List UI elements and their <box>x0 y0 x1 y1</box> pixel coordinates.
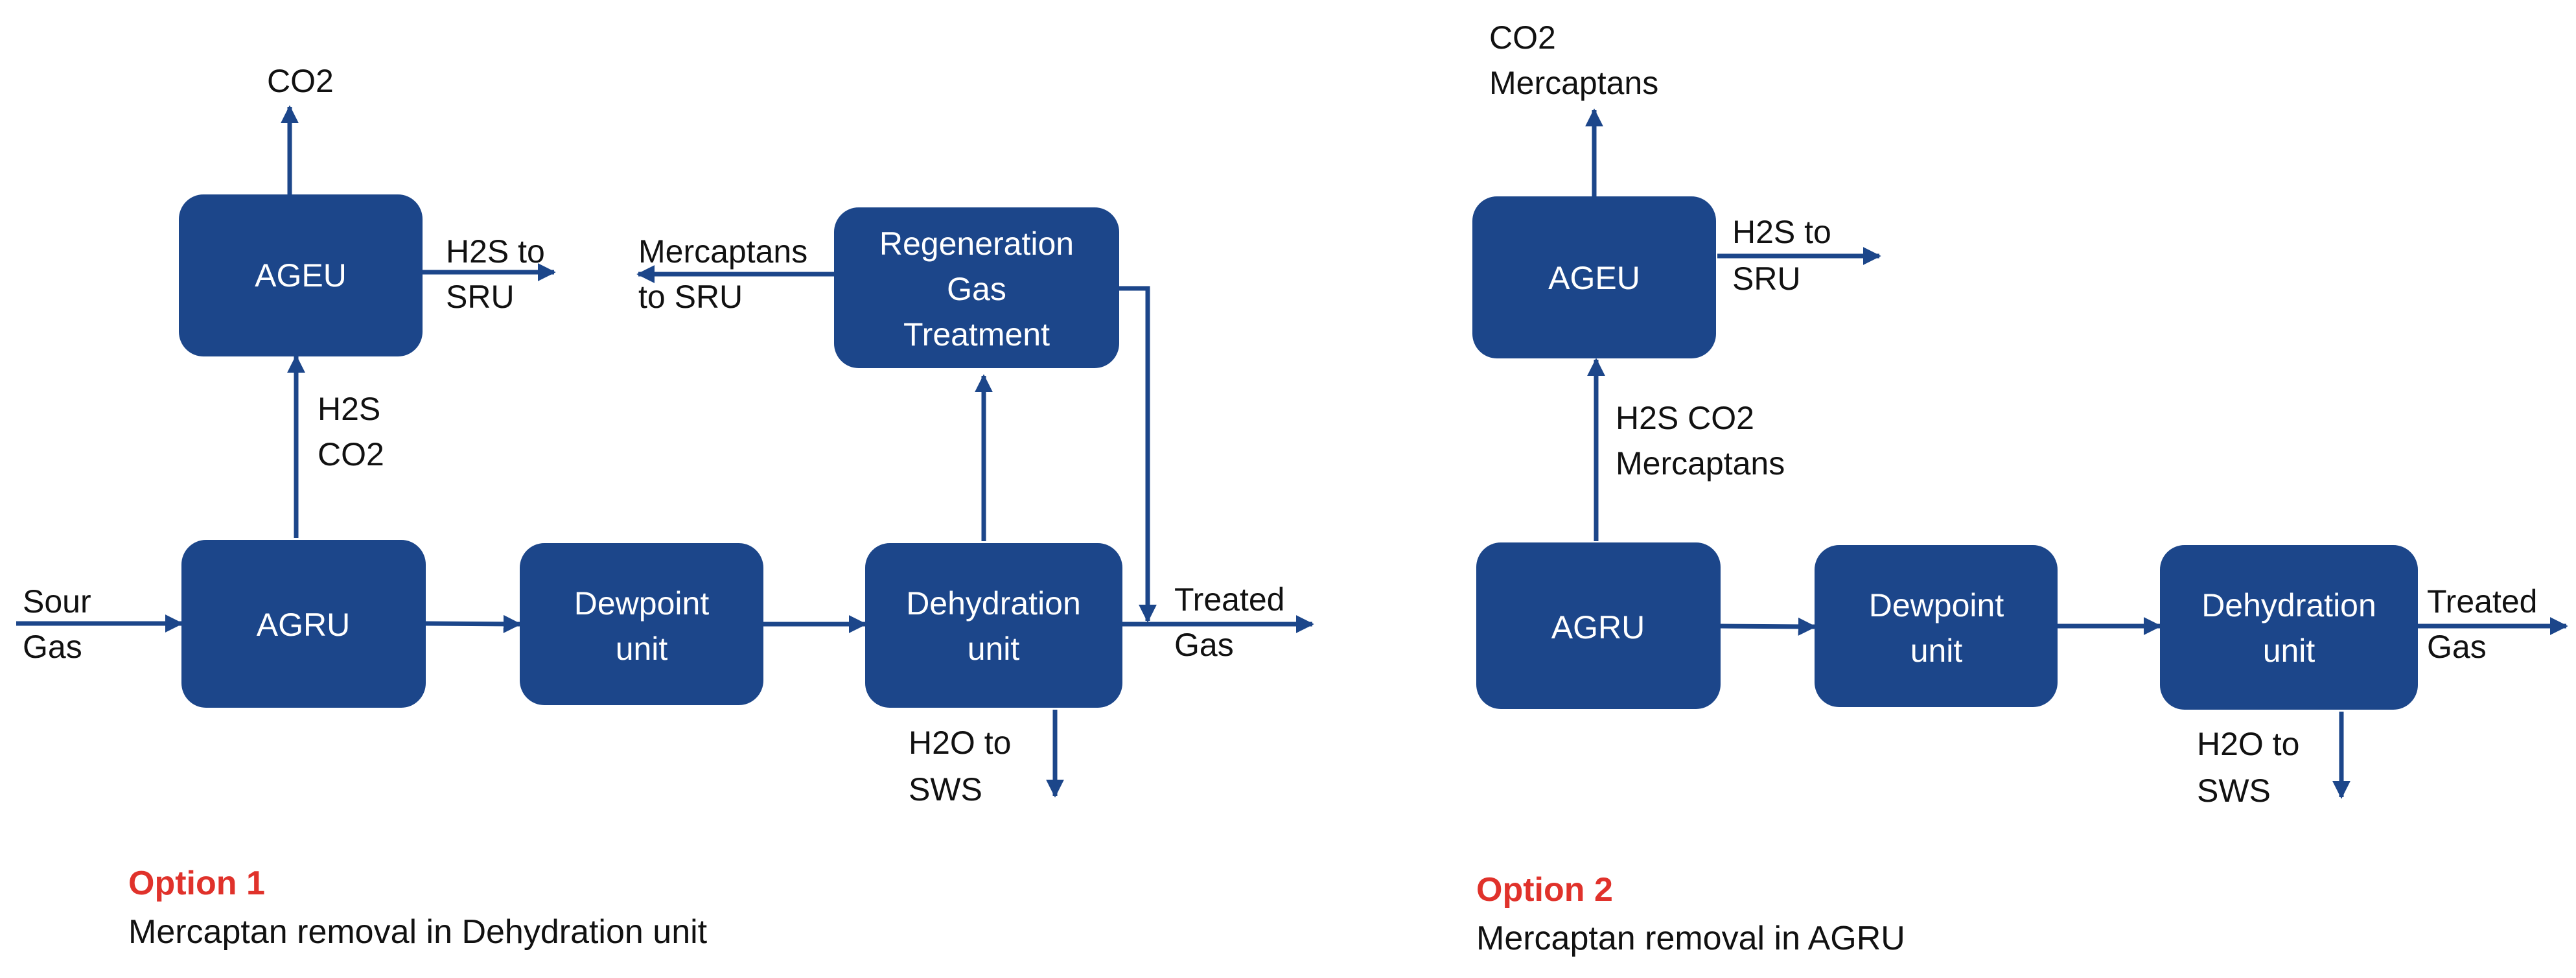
regen-label-line1: Regeneration <box>879 226 1074 262</box>
h2s-sru2-label-line1: H2S to <box>1732 214 1831 250</box>
mercaptans-sru-label-line1: Mercaptans <box>638 233 807 270</box>
option1-diagram: AGEU AGRU Dewpoint unit Dehydration unit… <box>16 63 1314 951</box>
co2-top-label: CO2 <box>267 63 334 99</box>
treated-gas2-label-line1: Treated <box>2427 583 2537 620</box>
flow-agru-to-dewpoint <box>425 614 522 633</box>
sour-gas-label-line2: Gas <box>23 629 82 665</box>
dehydration-label-line1: Dehydration <box>906 585 1081 622</box>
dehydration-label-line2: unit <box>968 631 1020 667</box>
h2s-sru-label-line2: SRU <box>446 279 515 315</box>
agru2-ageu2-stream-line2: Mercaptans <box>1616 445 1785 482</box>
mercaptans-sru-label-line2: to SRU <box>638 279 743 315</box>
regen-label-line2: Gas <box>947 271 1006 307</box>
water-sws2-label-line1: H2O to <box>2197 726 2299 762</box>
option2-subtitle: Mercaptan removal in AGRU <box>1476 920 1905 957</box>
option1-subtitle: Mercaptan removal in Dehydration unit <box>128 913 708 951</box>
top-stream-label-line2: Mercaptans <box>1489 65 1658 101</box>
h2s-sru-label-line1: H2S to <box>446 233 545 270</box>
agru-ageu-stream-line1: H2S <box>318 391 380 427</box>
dehydration2-label-line2: unit <box>2263 633 2315 669</box>
top-stream-label-line1: CO2 <box>1489 19 1556 56</box>
ageu-unit: AGEU <box>179 194 423 356</box>
agru-label: AGRU <box>257 607 350 643</box>
h2s-sru2-label-line2: SRU <box>1732 261 1801 297</box>
option2-diagram: AGEU AGRU Dewpoint unit Dehydration unit… <box>1472 19 2568 957</box>
dewpoint-unit: Dewpoint unit <box>520 543 763 705</box>
dewpoint-label-line1: Dewpoint <box>574 585 710 622</box>
dewpoint2-unit: Dewpoint unit <box>1815 545 2058 707</box>
flow-agru2-to-dewpoint2 <box>1720 617 1816 636</box>
option1-flows <box>16 105 1314 798</box>
agru2-unit: AGRU <box>1476 542 1721 709</box>
dewpoint2-label-line2: unit <box>1910 633 1963 669</box>
dewpoint-label-line2: unit <box>616 631 668 667</box>
dehydration2-label-line1: Dehydration <box>2201 587 2376 623</box>
agru-ageu-stream-line2: CO2 <box>318 436 384 472</box>
dehydration2-unit: Dehydration unit <box>2160 545 2418 710</box>
option1-title: Option 1 <box>128 865 265 902</box>
agru2-ageu2-stream-line1: H2S CO2 <box>1616 400 1754 436</box>
water-sws-label-line2: SWS <box>909 771 982 808</box>
regen-gas-treatment-unit: Regeneration Gas Treatment <box>834 207 1119 368</box>
water-sws-label-line1: H2O to <box>909 725 1011 761</box>
water-sws2-label-line2: SWS <box>2197 773 2271 809</box>
sour-gas-label-line1: Sour <box>23 583 91 620</box>
dehydration-unit: Dehydration unit <box>865 543 1122 708</box>
agru2-label: AGRU <box>1551 609 1645 646</box>
option2-flows <box>1585 108 2568 799</box>
agru-unit: AGRU <box>181 540 426 708</box>
regen-label-line3: Treatment <box>903 316 1050 353</box>
dewpoint2-label-line1: Dewpoint <box>1869 587 2004 623</box>
treated-gas-label-line1: Treated <box>1174 581 1284 618</box>
treated-gas2-label-line2: Gas <box>2427 629 2487 665</box>
ageu-label: AGEU <box>255 257 347 294</box>
ageu2-label: AGEU <box>1548 260 1640 296</box>
ageu2-unit: AGEU <box>1472 196 1716 358</box>
treated-gas-label-line2: Gas <box>1174 627 1234 663</box>
option2-title: Option 2 <box>1476 871 1613 909</box>
flow-regen-return-to-treated-gas <box>1119 286 1157 623</box>
